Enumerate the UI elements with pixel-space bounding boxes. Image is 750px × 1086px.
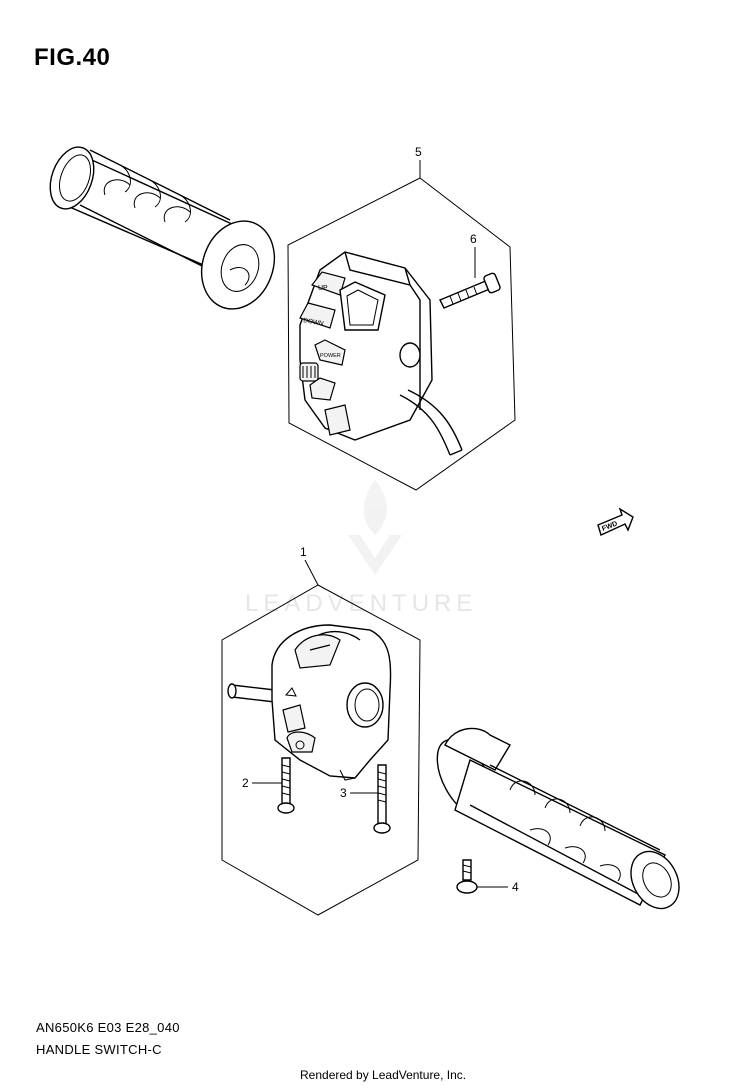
up-label: UP (318, 285, 328, 292)
callout-3: 3 (340, 786, 347, 800)
power-label: POWER (320, 353, 341, 359)
fwd-arrow-icon: FWD (597, 507, 634, 536)
right-grip-icon (436, 727, 680, 910)
watermark: LEADVENTURE (245, 590, 478, 617)
right-handle-switch-icon: UP DOWN POWER (299, 251, 463, 456)
figure-code: AN650K6 E03 E28_040 (36, 1020, 180, 1035)
screw-icon (277, 757, 295, 814)
down-label: DOWN (303, 317, 325, 328)
group-box-outline (221, 584, 421, 916)
screw-icon (373, 764, 391, 834)
callout-5: 5 (415, 145, 422, 159)
left-handle-switch-group: 1 2 (221, 545, 421, 916)
group-box-outline (287, 177, 516, 491)
credit-text: Rendered by LeadVenture, Inc. (300, 1068, 467, 1082)
callout-1: 1 (300, 545, 307, 559)
callout-2: 2 (242, 776, 249, 790)
figure-name: HANDLE SWITCH-C (36, 1042, 162, 1057)
left-grip-icon (49, 146, 276, 310)
callout-4: 4 (512, 880, 519, 894)
callout-6: 6 (470, 232, 477, 246)
right-handle-switch-group: 5 UP DOWN POWER (287, 145, 516, 491)
left-handle-switch-icon (227, 624, 392, 781)
watermark-logo-icon (348, 480, 402, 575)
screw-icon (456, 859, 478, 894)
screw-icon (439, 272, 501, 309)
figure-title: FIG.40 (34, 44, 111, 71)
leader-line-1 (304, 559, 319, 586)
